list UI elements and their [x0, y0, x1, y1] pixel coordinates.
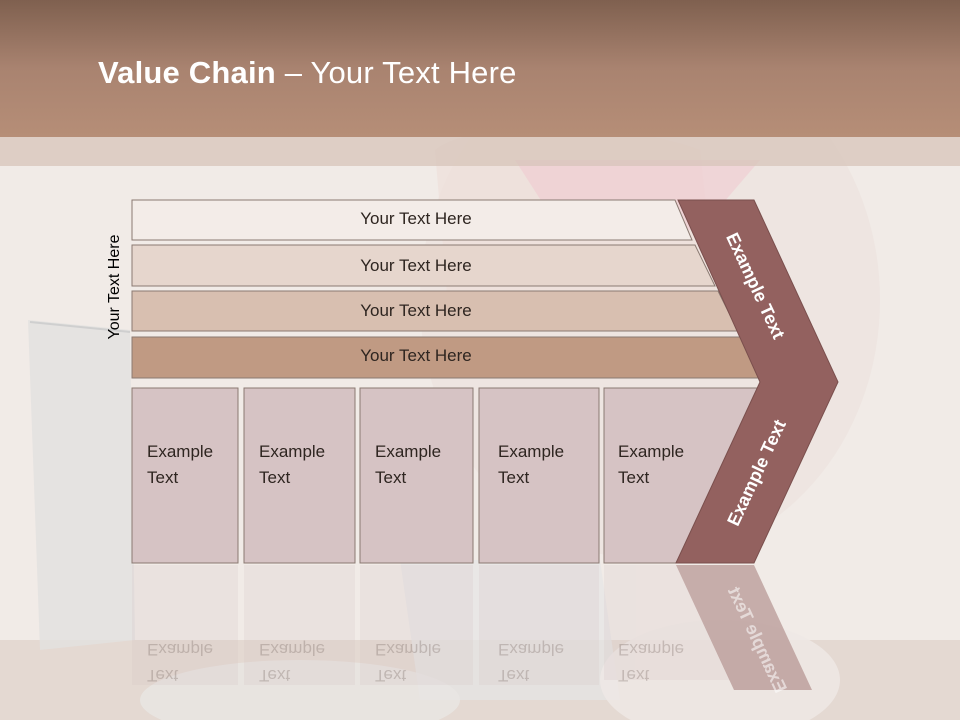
slide-title: Value Chain – Your Text Here	[98, 55, 517, 90]
row-label-2: Your Text Here	[360, 256, 472, 275]
title-bar	[0, 0, 960, 137]
row-label-3: Your Text Here	[360, 301, 472, 320]
title-band	[0, 137, 960, 166]
activity-box-1	[131, 387, 239, 564]
chevron-reflection	[676, 565, 812, 690]
row-bar-1	[131, 199, 693, 241]
diagram-reflection	[132, 565, 730, 685]
activity-box-2	[243, 387, 356, 564]
activity-box-4	[478, 387, 600, 564]
row-label-1: Your Text Here	[360, 209, 472, 228]
margin-chevron	[675, 199, 839, 564]
row-label-4: Your Text Here	[360, 346, 472, 365]
row-bar-2	[131, 244, 716, 287]
activity-box-3	[359, 387, 474, 564]
